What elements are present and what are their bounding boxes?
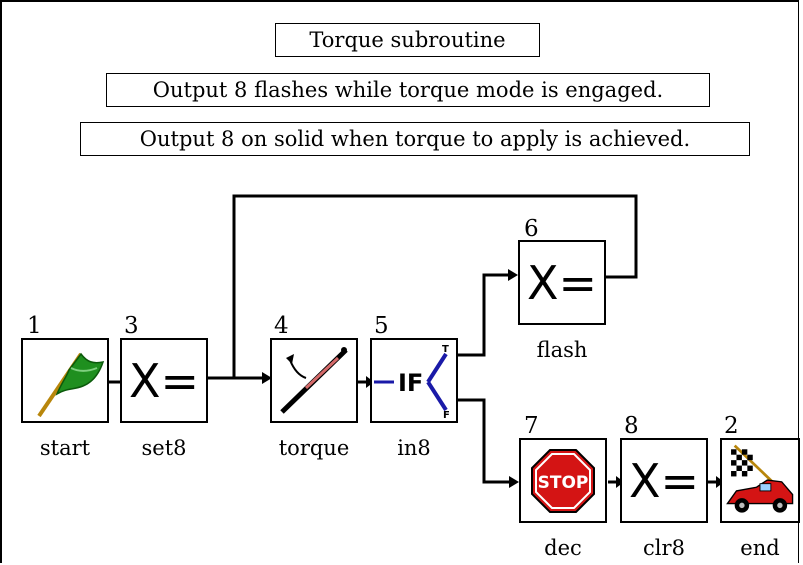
set8-label: set8 xyxy=(109,436,219,460)
false-branch-text: F xyxy=(443,410,450,421)
node-number: 8 xyxy=(624,414,639,438)
checkered-flag-car-icon xyxy=(722,440,798,521)
node-number: 2 xyxy=(724,414,739,438)
torque-node[interactable] xyxy=(270,338,358,423)
node-number: 1 xyxy=(27,314,42,338)
arrowhead xyxy=(509,476,519,488)
stop-sign-icon: STOP xyxy=(521,440,605,521)
if-decision-icon: IF T F xyxy=(372,340,456,421)
node-number: 6 xyxy=(524,217,539,241)
assign-icon: X= xyxy=(122,340,206,421)
in8-node[interactable]: IF T F xyxy=(370,338,458,423)
node-number: 4 xyxy=(274,314,289,338)
dec-node[interactable]: STOP xyxy=(519,438,607,523)
in8-label: in8 xyxy=(359,436,469,460)
green-flag-icon xyxy=(23,340,107,421)
end-label: end xyxy=(705,536,803,560)
flash-label: flash xyxy=(507,338,617,362)
end-node[interactable] xyxy=(720,438,800,523)
connector-in8-flash xyxy=(458,275,512,355)
node-number: 5 xyxy=(374,314,389,338)
assign-icon: X= xyxy=(520,242,604,323)
stop-text: STOP xyxy=(538,473,589,493)
torque-wrench-icon xyxy=(272,340,356,421)
node-number: 3 xyxy=(124,314,139,338)
clr8-label: clr8 xyxy=(609,536,719,560)
dec-label: dec xyxy=(508,536,618,560)
clr8-node[interactable]: X= xyxy=(620,438,708,523)
start-node[interactable] xyxy=(21,338,109,423)
arrowhead xyxy=(508,269,518,281)
torque-label: torque xyxy=(259,436,369,460)
node-number: 7 xyxy=(524,414,539,438)
start-label: start xyxy=(10,436,120,460)
set8-node[interactable]: X= xyxy=(120,338,208,423)
true-branch-text: T xyxy=(442,344,449,355)
assign-icon: X= xyxy=(622,440,706,521)
flash-node[interactable]: X= xyxy=(518,240,606,325)
if-text: IF xyxy=(398,369,423,397)
